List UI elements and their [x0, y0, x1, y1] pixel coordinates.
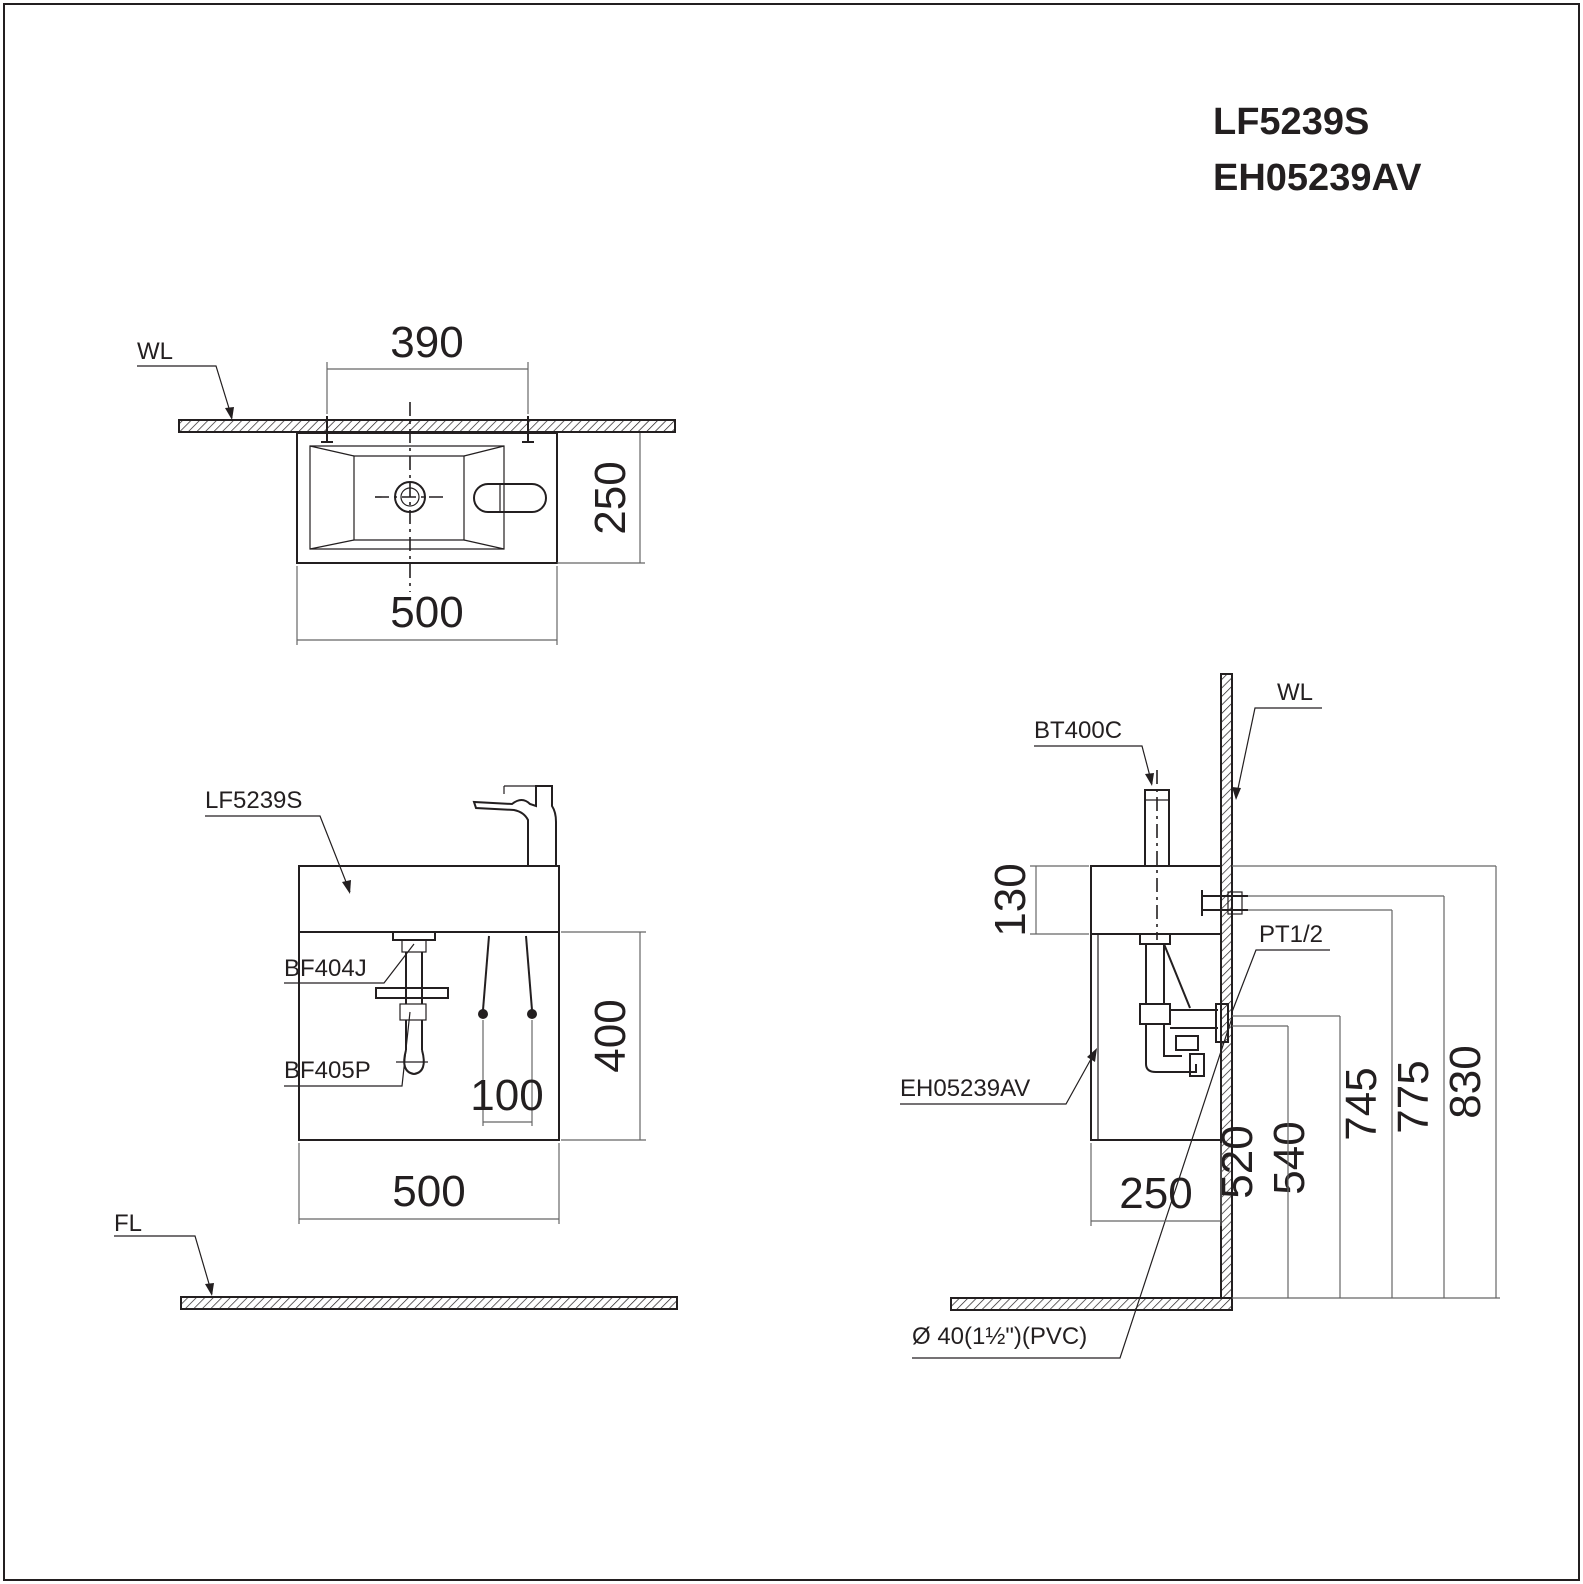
model-title-basin: LF5239S	[1213, 101, 1369, 143]
supply-label: PT1/2	[1259, 921, 1323, 948]
side-wall-hatch	[1220, 673, 1233, 1311]
trap-leader	[284, 1011, 411, 1087]
faucet-side-leader	[1034, 745, 1153, 785]
dim-500-front-text: 500	[392, 1167, 465, 1216]
dim-745-text: 745	[1337, 1067, 1386, 1140]
top-wall-arrow	[225, 407, 234, 420]
mount-bolt-right	[522, 416, 534, 443]
waste-label: BF404J	[284, 955, 367, 982]
bowl-edge	[463, 539, 505, 550]
side-floor-hatch	[950, 1297, 1233, 1311]
floor-label: FL	[114, 1210, 142, 1237]
side-wall-arrow	[1232, 787, 1241, 800]
dim-250-side-text: 250	[1119, 1169, 1192, 1218]
waste-assembly	[375, 931, 449, 1076]
drawing-frame	[3, 3, 1580, 1581]
front-view: LF5239S BF404J BF405P	[114, 785, 678, 1310]
mount-bolt-left	[321, 416, 333, 443]
supply-valves	[1201, 890, 1248, 916]
basin-front-leader	[205, 815, 351, 893]
top-view: WL 390	[137, 318, 676, 645]
basin-front-label: LF5239S	[205, 787, 302, 814]
dim-520-text: 520	[1213, 1125, 1262, 1198]
drain-leader	[912, 1017, 1233, 1359]
supply-hoses	[478, 935, 537, 1019]
basin-bowl-inner	[353, 455, 465, 541]
side-view: WL BT400C EH05239AV	[900, 673, 1500, 1359]
model-title-cabinet: EH05239AV	[1213, 157, 1422, 199]
floor-leader	[114, 1235, 213, 1295]
bowl-edge	[309, 539, 355, 550]
basin-front	[298, 865, 560, 933]
cabinet-side-label: EH05239AV	[900, 1075, 1030, 1102]
floor-arrow	[205, 1283, 214, 1296]
faucet-front	[472, 785, 557, 866]
side-wall-leader	[1235, 707, 1322, 799]
dim-100-text: 100	[470, 1071, 543, 1120]
side-wall-label: WL	[1277, 679, 1313, 706]
faucet-side-label: BT400C	[1034, 717, 1122, 744]
basin-outline-top	[296, 432, 558, 564]
drain-label: Ø 40(1½")(PVC)	[912, 1323, 1087, 1350]
dim-400-text: 400	[586, 999, 635, 1072]
cabinet-side-arrow	[1087, 1048, 1097, 1062]
dim-830-text: 830	[1441, 1045, 1490, 1118]
bowl-edge	[309, 445, 355, 457]
faucet-top	[473, 483, 547, 513]
bowl-edge	[463, 445, 505, 457]
cabinet-side-leader	[900, 1049, 1097, 1105]
basin-front-arrow	[342, 880, 351, 894]
top-wall-label: WL	[137, 338, 173, 365]
dim-130-text: 130	[986, 863, 1035, 936]
top-wall-hatch	[178, 419, 676, 433]
waste-leader	[284, 943, 415, 984]
side-trap	[1139, 933, 1229, 1077]
trap-label: BF405P	[284, 1057, 371, 1084]
supply-leader	[1231, 949, 1330, 1013]
dim-390-text: 390	[390, 318, 463, 367]
top-wall-leader	[137, 365, 233, 419]
faucet-side-arrow	[1145, 773, 1154, 786]
dim-500-top-text: 500	[390, 588, 463, 637]
floor-hatch	[180, 1296, 678, 1310]
dim-540-text: 540	[1265, 1121, 1314, 1194]
dim-775-text: 775	[1389, 1060, 1438, 1133]
dim-250-top-text: 250	[586, 461, 635, 534]
